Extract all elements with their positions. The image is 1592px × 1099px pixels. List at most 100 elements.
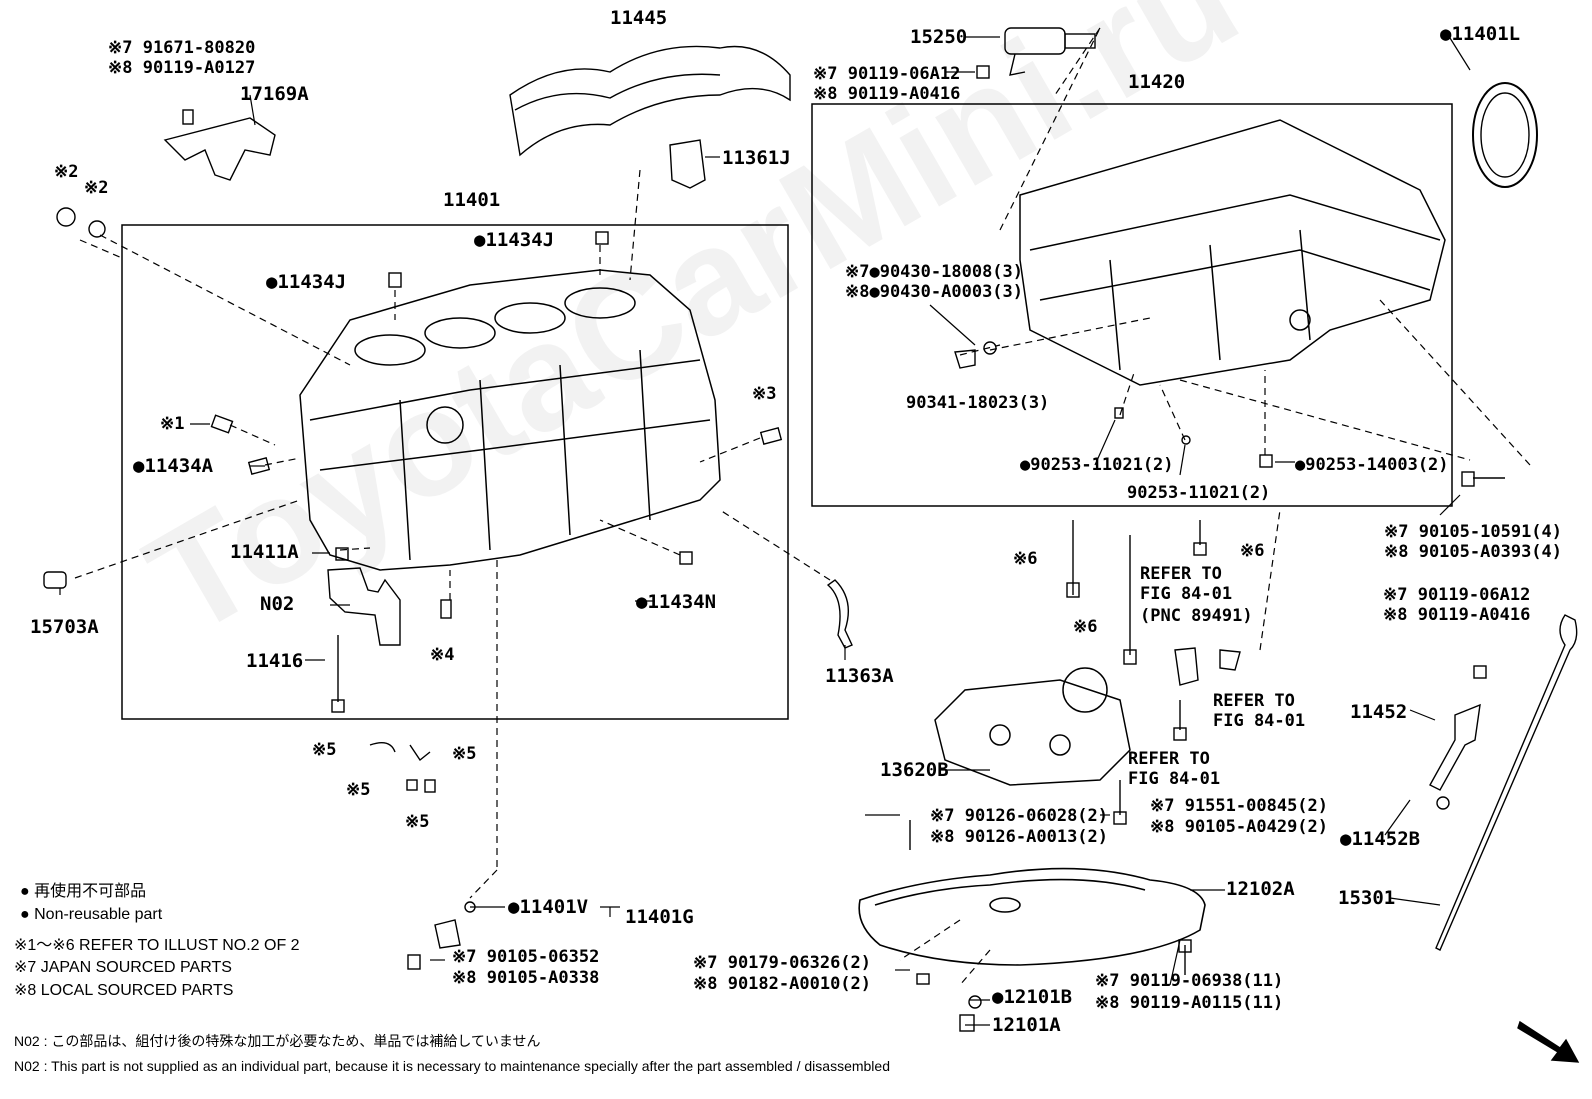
oil-pan-part [858,867,1206,966]
refer-1-line1: REFER TO [1140,564,1222,584]
dashed-leaders [74,27,1531,986]
legend-japan-sourced: ※7 JAPAN SOURCED PARTS [14,959,232,976]
balance-shaft-part [934,667,1131,786]
dowel-part [759,427,783,445]
label-17169A-l: ※8 90119-A0127 [108,58,256,78]
label-90119-06938-j: ※7 90119-06938(11) [1095,971,1284,991]
solid-leaders [59,29,1471,1026]
label-90341: 90341-18023(3) [906,393,1050,413]
label-90126-l: ※8 90126-A0013(2) [930,827,1109,847]
plug-part [954,349,976,369]
label-90253-a: ●90253-11021(2) [1020,455,1174,475]
dowel-part [1259,454,1273,468]
label-s1: ※1 [160,414,185,434]
refer-2-line2: FIG 84-01 [1213,711,1306,731]
sensor-part [1219,649,1241,671]
label-15703A: 15703A [30,616,99,638]
footnote-en: N02 : This part is not supplied as an in… [14,1058,890,1074]
gasket-part [968,995,982,1009]
dipstick-part [1435,614,1578,951]
bolt-part [1178,939,1192,975]
plug-part [43,571,67,589]
hose-part [826,579,853,649]
cylinder-block-frame [121,224,789,720]
dowel-part [679,551,693,565]
refer-1-line3: (PNC 89491) [1140,606,1253,626]
label-11420: 11420 [1128,71,1186,93]
label-90119-06938-l: ※8 90119-A0115(11) [1095,993,1284,1013]
dowel-part [388,272,402,288]
oring-part [983,341,997,355]
label-11361J: 11361J [722,147,791,169]
label-12101B: ●12101B [992,986,1073,1008]
seal-part [669,139,706,189]
oring-part [1436,796,1450,810]
label-s6b: ※6 [1240,541,1265,561]
label-12102A: 12102A [1226,878,1295,900]
label-11363A: 11363A [825,665,894,687]
label-17169A-j: ※7 91671-80820 [108,38,256,58]
front-arrow-icon [1517,1020,1580,1063]
label-91551-j: ※7 91551-00845(2) [1150,796,1329,816]
legend-refer-illust: ※1～※6 REFER TO ILLUST NO.2 OF 2 [14,937,300,954]
clip-part [369,742,396,753]
oil-control-valve-part [1004,27,1096,76]
label-11452: 11452 [1350,701,1408,723]
bolt-part [1123,535,1137,665]
plug-part [916,973,930,985]
bracket-part [163,109,276,181]
bolt-part [1461,471,1505,487]
bolt-part [976,65,990,79]
label-15250: 15250 [910,26,968,48]
bolt-part [424,779,436,793]
label-17169A: 17169A [240,83,309,105]
dowel-part [1114,407,1124,419]
oring-part [464,901,476,913]
label-12101A: 12101A [992,1014,1061,1036]
refer-3-line1: REFER TO [1128,749,1210,769]
cover-part [434,919,461,949]
label-s6a: ※6 [1013,549,1038,569]
label-N02: N02 [260,593,295,615]
legend-non-reusable-jp: ● 再使用不可部品 [20,883,147,900]
refer-3-line2: FIG 84-01 [1128,769,1221,789]
label-90179-l: ※8 90182-A0010(2) [693,974,872,994]
label-90179-j: ※7 90179-06326(2) [693,953,872,973]
label-90430-l: ※8●90430-A0003(3) [845,282,1024,302]
bolt-part [1193,520,1207,556]
dowel-part [247,457,271,475]
label-90105-06352-j: ※7 90105-06352 [452,947,600,967]
cylinder-block-part [299,269,721,571]
legend-local-sourced: ※8 LOCAL SOURCED PARTS [14,982,234,999]
label-15301: 15301 [1338,887,1396,909]
label-s5a: ※5 [312,740,337,760]
label-90119-06A12-j: ※7 90119-06A12 [1383,585,1531,605]
dowel-part [440,599,452,619]
bolt-part [407,954,421,970]
label-11401V: ●11401V [508,896,589,918]
label-90105-06352-l: ※8 90105-A0338 [452,968,600,988]
label-11401: 11401 [443,189,501,211]
head-gasket-part [509,45,791,157]
label-11401G: 11401G [625,906,694,928]
label-s3: ※3 [752,384,777,404]
dowel-part [1181,435,1191,445]
dowel-part [210,414,234,434]
label-s2b: ※2 [84,178,109,198]
label-90253-c: ●90253-14003(2) [1295,455,1449,475]
label-11416: 11416 [246,650,304,672]
label-15250-j: ※7 90119-06A12 [813,64,961,84]
label-11445: 11445 [610,7,668,29]
bolt-part [1113,780,1127,825]
label-11411A: 11411A [230,541,299,563]
refer-1-line2: FIG 84-01 [1140,584,1233,604]
label-91551-l: ※8 90105-A0429(2) [1150,817,1329,837]
label-90119-06A12-l: ※8 90119-A0416 [1383,605,1531,625]
bolt-part [331,635,345,713]
label-11434J-top: ●11434J [474,229,555,251]
footnote-jp: N02 : この部品は、組付け後の特殊な加工が必要なため、単品では補給していませ… [14,1033,541,1049]
label-90253-b: 90253-11021(2) [1127,483,1271,503]
label-90126-j: ※7 90126-06028(2) [930,806,1109,826]
